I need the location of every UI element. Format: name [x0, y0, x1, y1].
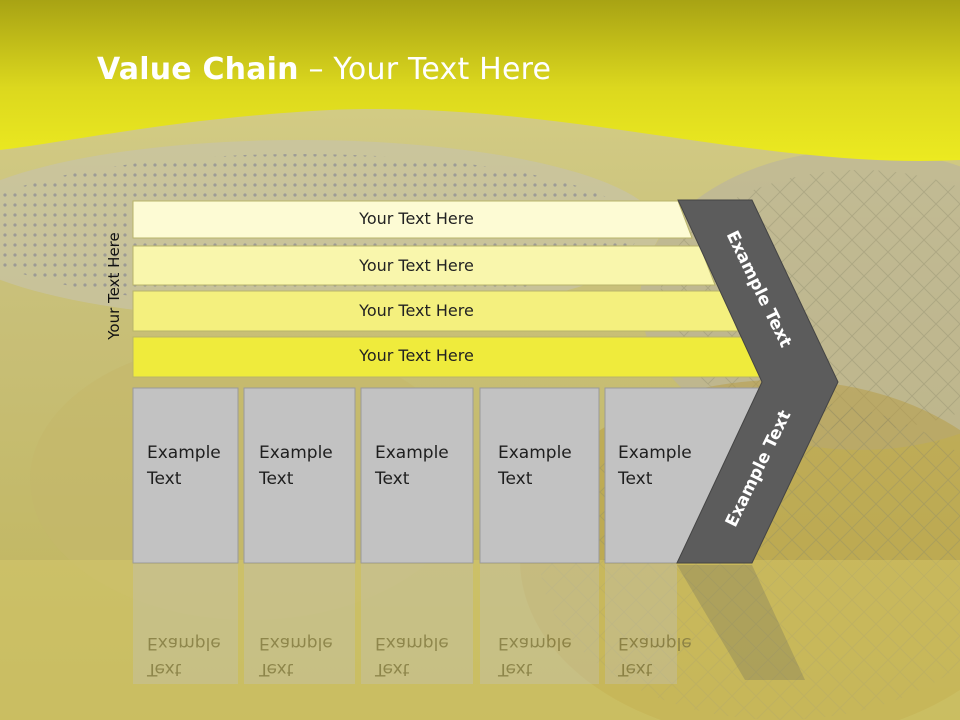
- slide-title-rest: – Your Text Here: [298, 52, 552, 87]
- chevron-reflection: [677, 565, 805, 680]
- slide-title: Value Chain – Your Text Here: [97, 52, 551, 87]
- diagram-reflection: Text Example Text Example Text Example Text…: [0, 564, 960, 720]
- primary-box-5-line1: Example: [618, 443, 692, 463]
- reflection-label-4-line2: Text: [498, 659, 533, 679]
- primary-box-1: [132, 387, 239, 564]
- primary-box-4-line2: Text: [498, 469, 533, 489]
- support-bar-4-label: Your Text Here: [359, 346, 474, 365]
- primary-box-2-line1: Example: [259, 443, 333, 463]
- support-bar-1: [132, 200, 693, 239]
- primary-box-4: [479, 387, 600, 564]
- primary-box-5-line2: Text: [618, 469, 653, 489]
- primary-box-3-line1: Example: [375, 443, 449, 463]
- support-bar-3-label: Your Text Here: [359, 301, 474, 320]
- reflection-label-5-line1: Example: [618, 633, 692, 653]
- reflection-label-3-line1: Example: [375, 633, 449, 653]
- primary-box-3: [360, 387, 474, 564]
- primary-box-2: [243, 387, 356, 564]
- reflection-label-5-line2: Text: [618, 659, 653, 679]
- reflection-shapes: [133, 564, 677, 684]
- reflection-label-2: Text Example: [259, 630, 333, 682]
- support-bar-2: [132, 245, 716, 286]
- reflection-label-3: Text Example: [375, 630, 449, 682]
- reflection-label-5: Text Example: [618, 630, 692, 682]
- reflection-label-1-line2: Text: [147, 659, 182, 679]
- primary-box-4-line1: Example: [498, 443, 572, 463]
- support-bar-2-label: Your Text Here: [359, 256, 474, 275]
- slide-title-bold: Value Chain: [97, 52, 299, 87]
- reflection-label-4: Text Example: [498, 630, 572, 682]
- primary-box-1-line2: Text: [147, 469, 182, 489]
- reflection-label-1-line1: Example: [147, 633, 221, 653]
- reflection-label-3-line2: Text: [375, 659, 410, 679]
- reflection-label-2-line2: Text: [259, 659, 294, 679]
- reflection-label-4-line1: Example: [498, 633, 572, 653]
- primary-box-2-line2: Text: [259, 469, 294, 489]
- reflection-label-2-line1: Example: [259, 633, 333, 653]
- primary-box-3-line2: Text: [375, 469, 410, 489]
- support-bar-1-label: Your Text Here: [359, 209, 474, 228]
- reflection-label-1: Text Example: [147, 630, 221, 682]
- primary-box-1-line1: Example: [147, 443, 221, 463]
- margin-chevron: [676, 199, 839, 564]
